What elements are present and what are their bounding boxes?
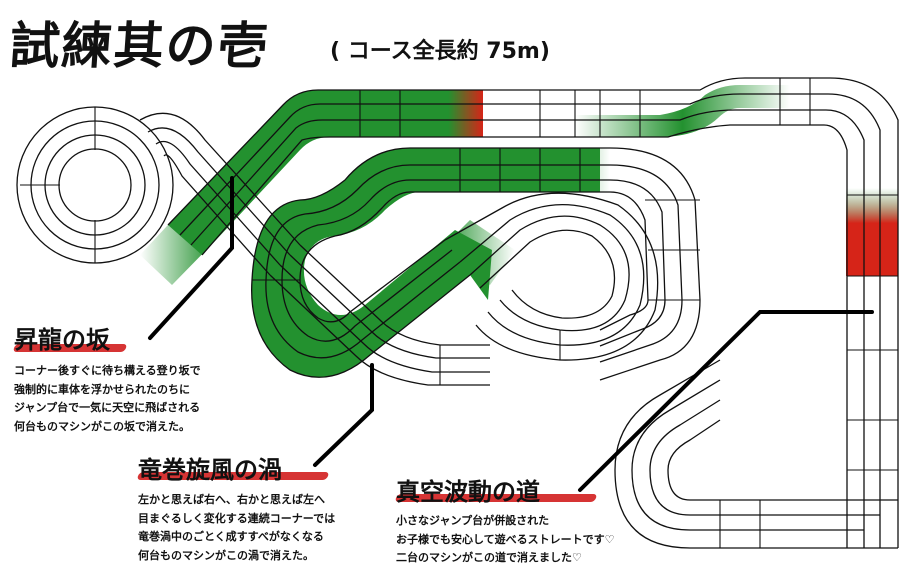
course-length-subtitle: ( コース全長約 75m)	[330, 39, 550, 64]
pointer-vortex	[313, 363, 374, 467]
description-line: ジャンプ台で一気に天空に飛ばされる	[14, 401, 201, 414]
vortex-heading: 竜巻旋風の渦	[138, 456, 282, 484]
dragon-slope-fade	[140, 212, 214, 285]
dragon-slope-heading: 昇龍の坂	[14, 326, 110, 354]
vacuum-road-heading: 真空波動の道	[396, 478, 540, 506]
pointer-vacuum	[578, 310, 874, 492]
track-lines	[16, 77, 899, 549]
pointer-dragon	[148, 176, 234, 340]
description-line: 目まぐるしく変化する連続コーナーでは	[138, 511, 336, 525]
description-line: コーナー後すぐに待ち構える登り坂で	[14, 364, 201, 377]
vacuum-jump-red	[846, 188, 898, 276]
description-line: 二台のマシンがこの道で消えました♡	[396, 551, 582, 564]
page-title: 試練其の壱	[7, 17, 272, 75]
description-line: 何台ものマシンがこの渦で消えた。	[138, 548, 314, 562]
description-line: 左かと思えば右へ、右かと思えば左へ	[138, 493, 325, 506]
vacuum-road-description: 小さなジャンプ台が併設された お子様でも安心して遊べるストレートです♡ 二台のマ…	[396, 512, 615, 568]
description-line: 竜巻渦中のごとく成すすべがなくなる	[138, 530, 324, 543]
description-line: 何台ものマシンがこの坂で消えた。	[14, 419, 190, 433]
dragon-slope-description: コーナー後すぐに待ち構える登り坂で 強制的に車体を浮かせられたのちに ジャンプ台…	[14, 362, 201, 436]
wave-fill	[575, 85, 790, 137]
vortex-description: 左かと思えば右へ、右かと思えば左へ 目まぐるしく変化する連続コーナーでは 竜巻渦…	[138, 491, 335, 565]
vortex-fade-tail	[440, 220, 515, 285]
description-line: お子様でも安心して遊べるストレートです♡	[396, 532, 615, 546]
description-line: 小さなジャンプ台が併設された	[396, 514, 550, 527]
description-line: 強制的に車体を浮かせられたのちに	[14, 382, 190, 396]
jump-gradient	[420, 90, 483, 137]
vortex-fade-right	[530, 148, 610, 192]
track-ties	[20, 78, 898, 548]
callout-pointers	[148, 176, 874, 492]
